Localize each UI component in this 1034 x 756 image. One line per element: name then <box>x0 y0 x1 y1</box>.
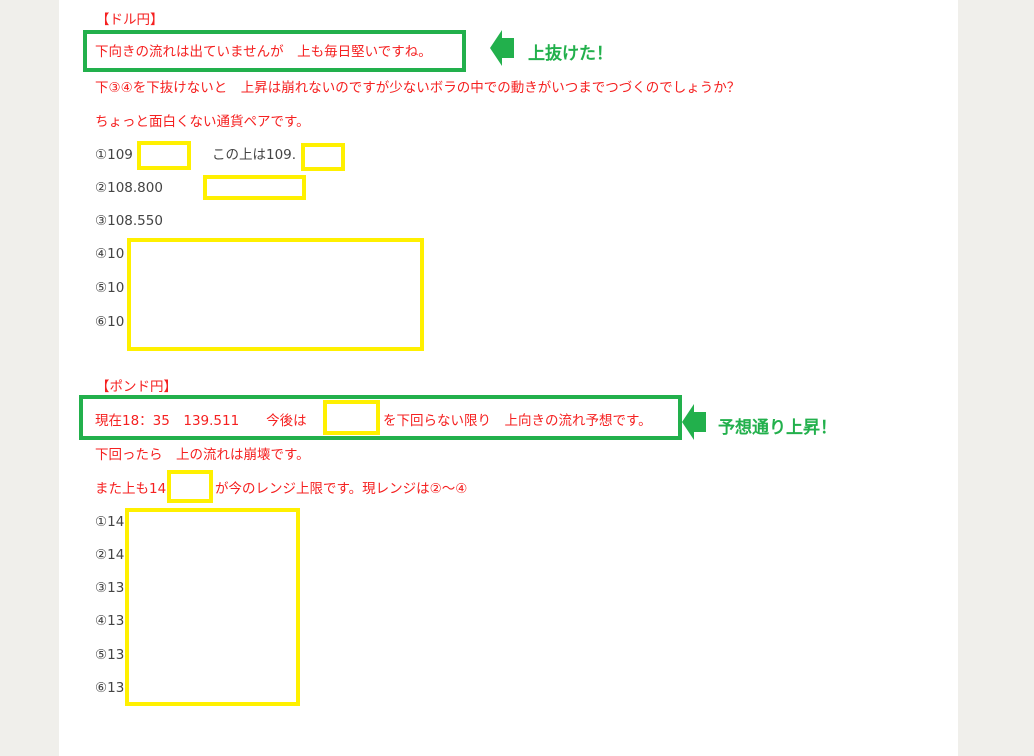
redaction-box <box>301 143 345 171</box>
gbpjpy-level-3: ③13 <box>95 580 125 596</box>
usdjpy-level-2: ②108.800 <box>95 180 163 196</box>
usdjpy-level-4: ④10 <box>95 246 125 262</box>
gbpjpy-line2: 下回ったら 上の流れは崩壊です。 <box>95 447 310 463</box>
redaction-box <box>167 470 213 503</box>
usdjpy-level-6: ⑥10 <box>95 314 125 330</box>
redaction-box <box>323 400 380 435</box>
gbpjpy-line1-b: を下回らない限り 上向きの流れ予想です。 <box>383 413 652 429</box>
usdjpy-line3: ちょっと面白くない通貨ペアです。 <box>95 114 310 130</box>
gbpjpy-level-6: ⑥13 <box>95 680 125 696</box>
usdjpy-level1-note: この上は109. <box>212 147 297 163</box>
usdjpy-annotation: 上抜けた！ <box>528 44 613 64</box>
usdjpy-heading: 【ドル円】 <box>96 12 164 28</box>
usdjpy-level-1: ①109 <box>95 147 133 163</box>
gbpjpy-level-1: ①14 <box>95 514 125 530</box>
green-highlight-box <box>79 395 682 440</box>
arrow-left-icon <box>490 30 514 66</box>
gbpjpy-line3-a: また上も14 <box>95 481 167 497</box>
redaction-box <box>203 175 306 200</box>
redaction-box <box>137 141 191 170</box>
arrow-left-icon <box>682 404 706 440</box>
gbpjpy-level-2: ②14 <box>95 547 125 563</box>
usdjpy-level-5: ⑤10 <box>95 280 125 296</box>
green-highlight-box <box>83 30 466 72</box>
gbpjpy-line1-a: 現在18：35 139.511 今後は <box>95 413 307 429</box>
redaction-box <box>127 238 424 351</box>
gbpjpy-level-5: ⑤13 <box>95 647 125 663</box>
usdjpy-level-3: ③108.550 <box>95 213 163 229</box>
gbpjpy-annotation: 予想通り上昇！ <box>718 418 837 438</box>
usdjpy-line2: 下③④を下抜けないと 上昇は崩れないのですが少ないボラの中での動きがいつまでつづ… <box>95 80 741 96</box>
usdjpy-line1: 下向きの流れは出ていませんが 上も毎日堅いですね。 <box>95 44 432 60</box>
gbpjpy-level-4: ④13 <box>95 613 125 629</box>
redaction-box <box>125 508 300 706</box>
gbpjpy-heading: 【ポンド円】 <box>96 379 177 395</box>
gbpjpy-line3-b: が今のレンジ上限です。現レンジは②～④ <box>215 481 468 497</box>
